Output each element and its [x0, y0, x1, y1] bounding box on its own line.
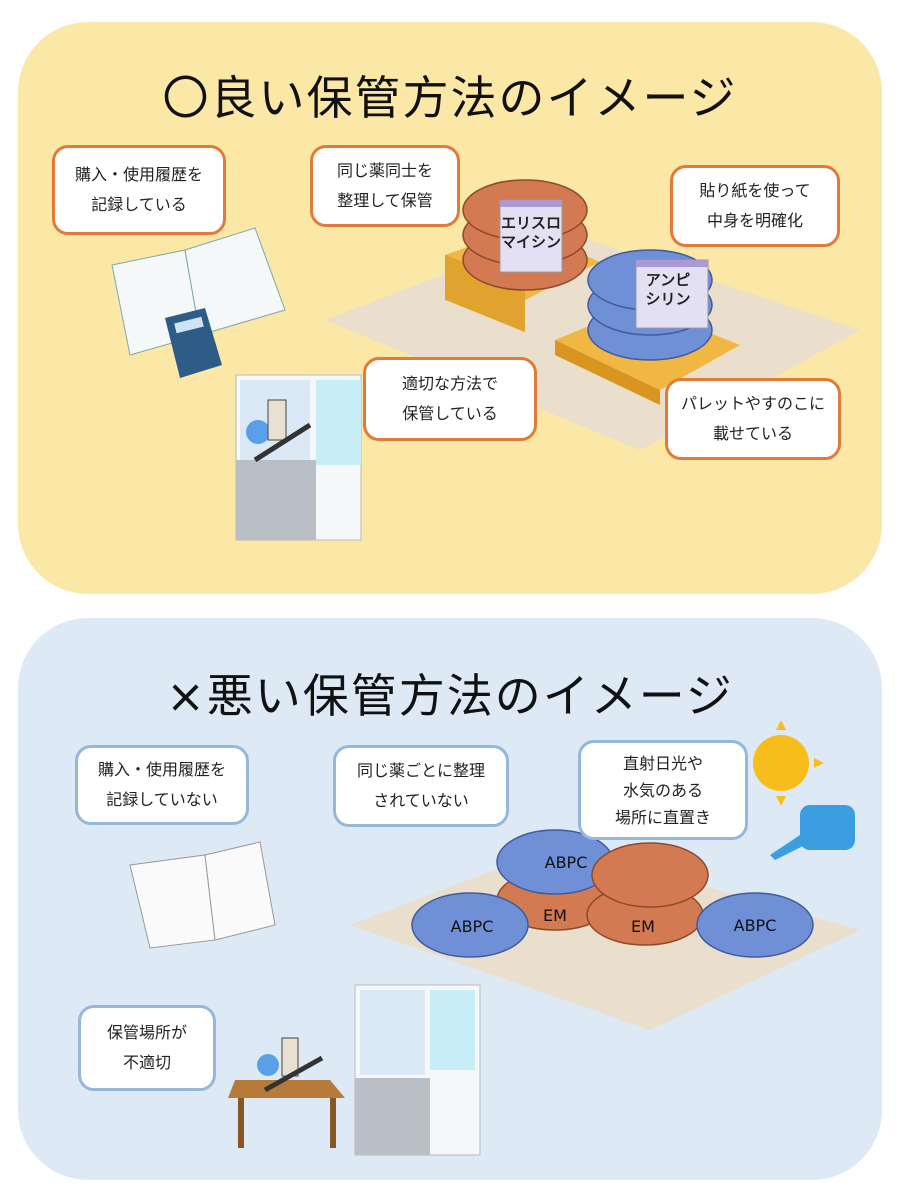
medicine-bags-scattered: [411, 829, 814, 958]
bubble-text: 購入・使用履歴を: [97, 760, 226, 779]
bubble-text: 記録している: [91, 195, 187, 214]
bubble-text: されていない: [373, 791, 469, 810]
bubble-not-sorted: 同じ薬ごとに整理されていない: [333, 745, 509, 827]
svg-text:シリン: シリン: [645, 290, 690, 308]
bubble-proper-method: 適切な方法で保管している: [363, 357, 537, 441]
bubble-on-pallets: パレットやすのこに載せている: [665, 378, 841, 460]
bubble-text: 載せている: [712, 424, 793, 443]
bubble-text: 同じ薬ごとに整理: [356, 761, 485, 780]
bad-title: ×悪い保管方法のイメージ: [166, 669, 734, 723]
table-icon: [228, 1080, 345, 1148]
bubble-text: 保管している: [402, 404, 498, 423]
bag-label: ABPC: [734, 916, 777, 935]
sun-icon: [738, 720, 824, 806]
watering-can-icon: [770, 805, 855, 860]
medicine-bottles-icon: [246, 399, 312, 463]
bubble-records-kept: 購入・使用履歴を記録している: [52, 145, 226, 235]
bubble-improper-location: 保管場所が不適切: [78, 1005, 216, 1091]
svg-text:エリスロ: エリスロ: [501, 214, 561, 232]
bag-label: EM: [543, 906, 567, 925]
bubble-text: 整理して保管: [337, 191, 433, 210]
bag-label: ABPC: [545, 853, 588, 872]
bubble-text: 適切な方法で: [401, 374, 498, 393]
bubble-text: 貼り紙を使って: [699, 181, 811, 200]
bubble-text: 購入・使用履歴を: [74, 165, 203, 184]
refrigerator-icon: [354, 984, 481, 1156]
bag-label: EM: [631, 917, 655, 936]
open-notebook-icon: [129, 841, 276, 949]
bubble-direct-placement: 直射日光や水気のある場所に直置き: [578, 740, 748, 840]
good-title: 〇良い保管方法のイメージ: [162, 71, 738, 125]
bubble-text: パレットやすのこに: [680, 394, 825, 413]
calculator-icon: [165, 308, 222, 378]
bubble-text: 直射日光や: [622, 753, 703, 773]
bubble-text: 水気のある: [622, 780, 703, 800]
bubble-sorted-storage: 同じ薬同士を整理して保管: [310, 145, 460, 227]
bubble-text: 保管場所が: [106, 1023, 187, 1042]
bag-label: ABPC: [451, 917, 494, 936]
bubble-text: 不適切: [122, 1053, 171, 1072]
bubble-text: 場所に直置き: [614, 807, 711, 827]
medicine-bottles-icon: [257, 1037, 324, 1093]
svg-text:アンピ: アンピ: [646, 271, 690, 289]
bubble-text: 中身を明確化: [706, 211, 803, 230]
bubble-text: 記録していない: [106, 790, 218, 809]
bubble-labels-used: 貼り紙を使って中身を明確化: [670, 165, 840, 247]
bubble-text: 同じ薬同士を: [336, 161, 433, 180]
svg-text:マイシン: マイシン: [501, 233, 561, 251]
bubble-no-records: 購入・使用履歴を記録していない: [75, 745, 249, 825]
